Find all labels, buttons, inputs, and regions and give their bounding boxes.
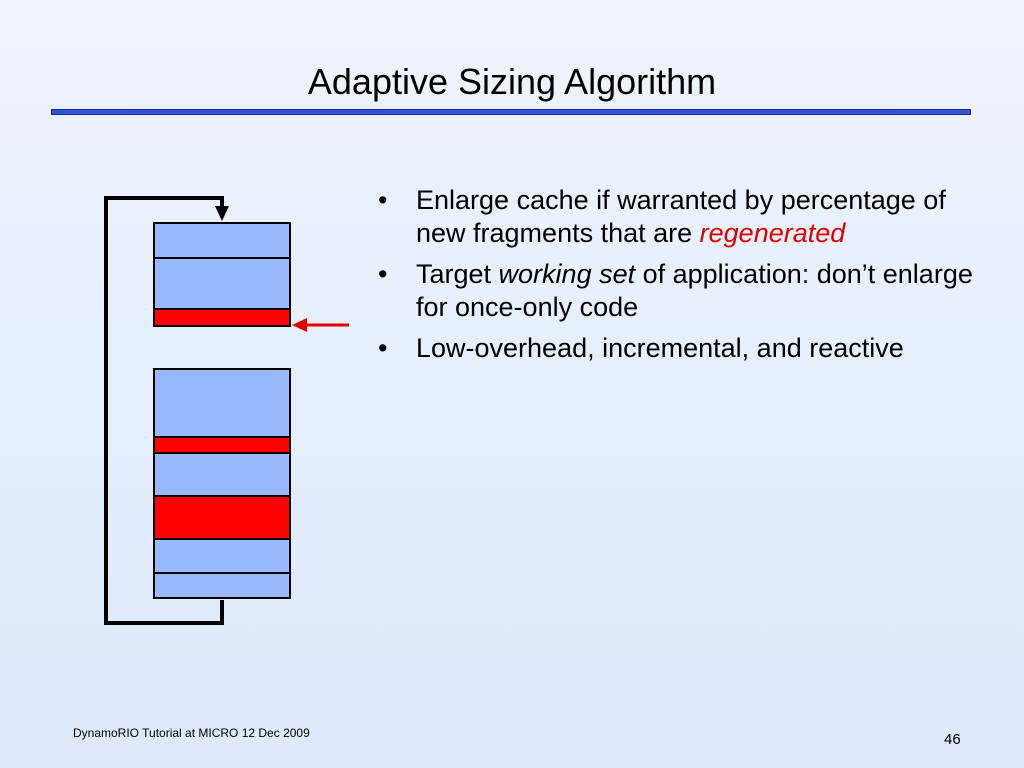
bullet-text: Enlarge cache if warranted by percentage… bbox=[416, 185, 946, 248]
bullet-list: • Enlarge cache if warranted by percenta… bbox=[378, 184, 978, 373]
wraparound-loop-line bbox=[104, 196, 224, 625]
bullet-marker: • bbox=[378, 333, 388, 363]
footer-text: DynamoRIO Tutorial at MICRO 12 Dec 2009 bbox=[73, 726, 310, 740]
enlarged-cache bbox=[153, 368, 291, 599]
insertion-pointer-arrowhead bbox=[292, 318, 307, 332]
bullet-marker: • bbox=[378, 185, 388, 215]
slide-title: Adaptive Sizing Algorithm bbox=[307, 61, 717, 102]
page-number: 46 bbox=[944, 731, 961, 748]
bullet-item: • Enlarge cache if warranted by percenta… bbox=[378, 184, 978, 250]
cache-block bbox=[153, 222, 291, 259]
bullet-text: Target bbox=[416, 259, 499, 289]
regenerated-block bbox=[153, 495, 291, 540]
title-underline bbox=[51, 109, 971, 115]
emphasized-term-regenerated: regenerated bbox=[699, 218, 846, 248]
bullet-marker: • bbox=[378, 259, 388, 289]
regenerated-block bbox=[153, 436, 291, 454]
cache-block bbox=[153, 572, 291, 599]
regenerated-block bbox=[153, 308, 291, 327]
cache-resize-diagram bbox=[104, 196, 349, 625]
cache-block bbox=[153, 538, 291, 574]
emphasized-term-working-set: working set bbox=[498, 259, 636, 289]
bullet-item: • Target working set of application: don… bbox=[378, 258, 978, 324]
cache-block bbox=[153, 368, 291, 438]
cache-block bbox=[153, 452, 291, 497]
bullet-text: Low-overhead, incremental, and reactive bbox=[416, 333, 904, 363]
small-cache bbox=[153, 222, 291, 327]
bullet-item: • Low-overhead, incremental, and reactiv… bbox=[378, 332, 978, 365]
cache-block bbox=[153, 257, 291, 310]
bullet-text: of application: don’t enlarge for once-o… bbox=[416, 259, 973, 322]
wraparound-arrowhead bbox=[215, 206, 229, 221]
